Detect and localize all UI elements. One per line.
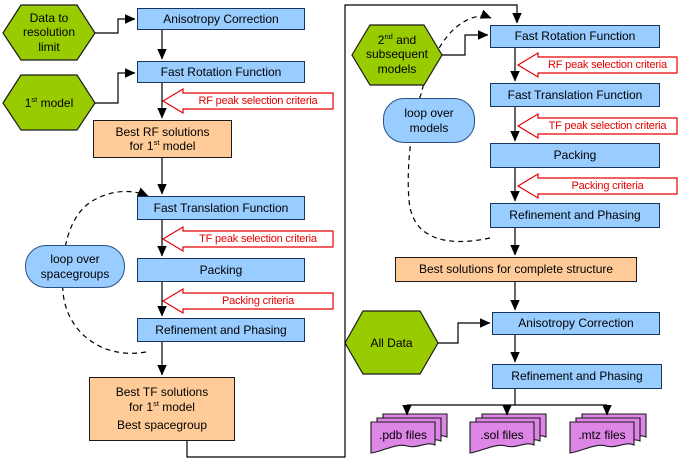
node-refinement-phasing-final: Refinement and Phasing xyxy=(492,364,662,389)
sol-files-stack xyxy=(469,413,547,454)
node-best-solutions-complete: Best solutions for complete structure xyxy=(395,257,637,282)
node-refinement-phasing-left: Refinement and Phasing xyxy=(137,318,305,342)
node-fast-rotation-function-right: Fast Rotation Function xyxy=(490,25,660,48)
packing-criteria-label-left: Packing criteria xyxy=(222,295,294,307)
packing-criteria-arrow-left xyxy=(161,287,334,315)
node-loop-over-spacegroups: loop over spacegroups xyxy=(25,245,125,288)
node-label: Fast Rotation Function xyxy=(514,29,636,44)
node-packing-right: Packing xyxy=(490,143,660,168)
sol-files-label: .sol files xyxy=(480,428,524,442)
node-label-line1: loop over xyxy=(404,106,454,121)
hexagon-data-label: Data to resolution limit xyxy=(22,11,76,54)
node-label: Fast Rotation Function xyxy=(160,64,282,79)
node-label: Packing xyxy=(199,262,243,277)
connector-besttf-to-right-column xyxy=(186,4,522,458)
rf-criteria-label-right: RF peak selection criteria xyxy=(548,59,667,71)
node-best-tf-solutions: Best TF solutions for 1st model Best spa… xyxy=(89,377,235,441)
rf-criteria-arrow-left xyxy=(161,87,334,115)
pdb-files-label: .pdb files xyxy=(378,428,428,442)
node-fast-translation-function-right: Fast Translation Function xyxy=(490,83,660,107)
node-label: Anisotropy Correction xyxy=(163,11,279,26)
node-refinement-phasing-right: Refinement and Phasing xyxy=(490,203,660,228)
node-packing-left: Packing xyxy=(137,258,305,282)
node-label: Anisotropy Correction xyxy=(518,316,634,331)
hexagon-subsequent-models-label: 2nd and subsequent models xyxy=(365,32,429,76)
node-label: Fast Translation Function xyxy=(507,87,643,102)
node-label-line2: spacegroups xyxy=(40,266,110,281)
node-fast-rotation-function-left: Fast Rotation Function xyxy=(137,61,305,83)
criteria-arrows xyxy=(161,51,678,315)
node-loop-over-models: loop over models xyxy=(383,98,475,143)
mtz-files-label: .mtz files xyxy=(578,428,626,442)
node-label-line3: Best spacegroup xyxy=(116,418,208,433)
node-anisotropy-correction-right: Anisotropy Correction xyxy=(492,312,660,335)
node-label-line1: Best TF solutions xyxy=(115,385,209,400)
mtz-files-stack xyxy=(569,413,647,454)
connector-models-to-rotation xyxy=(442,30,489,56)
node-label: Packing xyxy=(553,148,597,163)
tf-criteria-label-right: TF peak selection criteria xyxy=(548,120,667,132)
node-label: Fast Translation Function xyxy=(153,200,289,215)
node-label-line2: for 1st model xyxy=(129,398,195,414)
packing-criteria-label-right: Packing criteria xyxy=(571,180,644,192)
node-label: Best solutions for complete structure xyxy=(418,262,614,277)
flow-connectors xyxy=(95,4,612,458)
hexagon-all-data-label: All Data xyxy=(370,336,413,350)
hexagon-first-model-label: 1st model xyxy=(24,95,74,110)
node-label-line1: loop over xyxy=(50,252,100,267)
node-best-rf-solutions: Best RF solutions for 1st model xyxy=(93,120,232,158)
output-file-stacks xyxy=(370,413,647,454)
tf-criteria-label-left: TF peak selection criteria xyxy=(199,233,317,245)
rf-criteria-arrow-right xyxy=(516,51,678,79)
connector-alldata-to-anisotropy xyxy=(438,318,491,344)
node-label-line1: Best RF solutions xyxy=(115,124,210,139)
input-hexagons xyxy=(2,4,443,375)
node-anisotropy-correction-left: Anisotropy Correction xyxy=(137,8,305,30)
tf-criteria-arrow-left xyxy=(161,225,334,253)
loop-spacegroups-curve xyxy=(61,187,149,354)
node-label: Refinement and Phasing xyxy=(509,208,641,223)
connector-model-to-rotation xyxy=(95,68,136,104)
pdb-files-stack xyxy=(370,413,448,454)
node-label: Refinement and Phasing xyxy=(155,322,287,337)
connector-data-to-anisotropy xyxy=(95,14,136,34)
connector-output-branch xyxy=(407,389,607,406)
node-label: Refinement and Phasing xyxy=(511,369,643,384)
node-label-line2: for 1st model xyxy=(129,138,196,153)
node-fast-translation-function-left: Fast Translation Function xyxy=(137,196,305,220)
packing-criteria-arrow-right xyxy=(516,172,678,200)
tf-criteria-arrow-right xyxy=(516,112,678,140)
rf-criteria-label-left: RF peak selection criteria xyxy=(198,95,318,107)
node-label-line2: models xyxy=(409,120,449,135)
